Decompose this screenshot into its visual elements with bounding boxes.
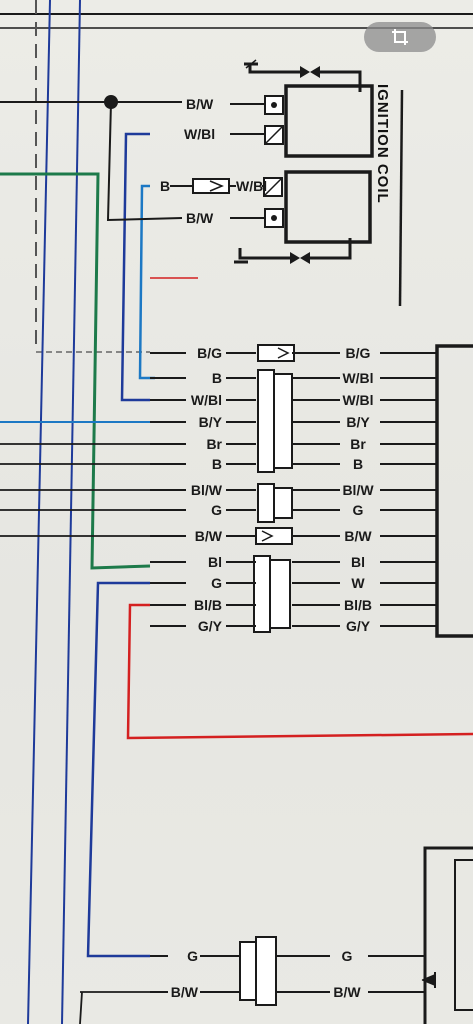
bw-branch-wire <box>106 101 183 222</box>
bottom-right-label: B/W <box>333 984 361 1000</box>
right-wire-label: W <box>351 575 365 591</box>
blue-main-wire-2 <box>61 0 81 1024</box>
coil-label-bw-bottom: B/W <box>186 210 214 226</box>
left-wire-label: B/Y <box>199 414 223 430</box>
right-wire-label: Bl/W <box>342 482 374 498</box>
connector-blocks <box>239 344 295 1006</box>
right-wire-label: W/Bl <box>342 370 373 386</box>
coil-bracket-line <box>398 89 404 307</box>
ignition-coil-title: IGNITION COIL <box>374 84 391 204</box>
left-wire-label: Br <box>206 436 222 452</box>
coil-label-b: B <box>160 178 170 194</box>
crop-icon <box>392 29 408 45</box>
left-wire-label: Bl/B <box>194 597 222 613</box>
left-wire-label: W/Bl <box>191 392 222 408</box>
left-wire-label: B/G <box>197 345 222 361</box>
ecu-box <box>435 344 473 638</box>
right-wire-label: B <box>353 456 363 472</box>
ignition-coil-1 <box>230 59 374 158</box>
bottom-left-label: G <box>187 948 198 964</box>
lower-unit-box <box>423 846 473 1024</box>
right-wire-label: B/Y <box>346 414 370 430</box>
lower-unit-inner <box>454 859 473 1011</box>
right-wire-label: G/Y <box>346 618 371 634</box>
left-wire-label: B <box>212 370 222 386</box>
bottom-wires: G B/W G B/W <box>150 948 425 1000</box>
left-stubs <box>0 443 150 1024</box>
left-wire-label: Bl <box>208 554 222 570</box>
left-wire-label: G <box>211 502 222 518</box>
right-wire-label: Br <box>350 436 366 452</box>
right-wire-label: G <box>353 502 364 518</box>
left-wire-label: Bl/W <box>191 482 223 498</box>
right-wire-label: Bl <box>351 554 365 570</box>
right-wire-label: Bl/B <box>344 597 372 613</box>
ignition-coil-2 <box>170 170 372 264</box>
right-wire-label: B/W <box>344 528 372 544</box>
blue-g-wire <box>86 581 150 958</box>
light-blue-coil-wire <box>138 184 155 380</box>
crop-button[interactable] <box>364 22 436 52</box>
red-wire <box>126 603 473 740</box>
left-wire-label: G <box>211 575 222 591</box>
right-wire-label: W/Bl <box>342 392 373 408</box>
bottom-left-label: B/W <box>171 984 199 1000</box>
blue-wbl-wire <box>120 132 150 402</box>
coil-label-bw-top: B/W <box>186 96 214 112</box>
right-wire-label: B/G <box>346 345 371 361</box>
left-wire-label: B/W <box>195 528 223 544</box>
coil-label-wbl-bottom: W/Bl <box>236 178 267 194</box>
green-wire <box>0 172 151 570</box>
left-wire-label: G/Y <box>198 618 223 634</box>
bottom-right-label: G <box>342 948 353 964</box>
left-wire-label: B <box>212 456 222 472</box>
blue-main-wire-1 <box>27 0 51 1024</box>
coil-label-wbl-top: W/Bl <box>184 126 215 142</box>
